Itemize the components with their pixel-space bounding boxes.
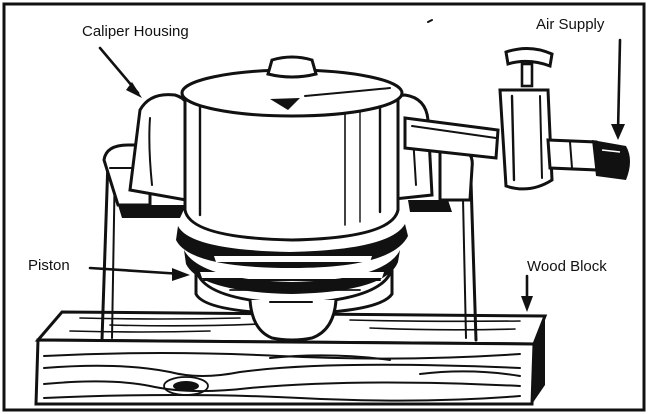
label-caliper-housing: Caliper Housing (82, 23, 189, 40)
label-wood-block: Wood Block (527, 258, 607, 275)
label-piston: Piston (28, 257, 70, 274)
label-air-supply: Air Supply (536, 16, 605, 33)
wood-knot (173, 381, 199, 391)
